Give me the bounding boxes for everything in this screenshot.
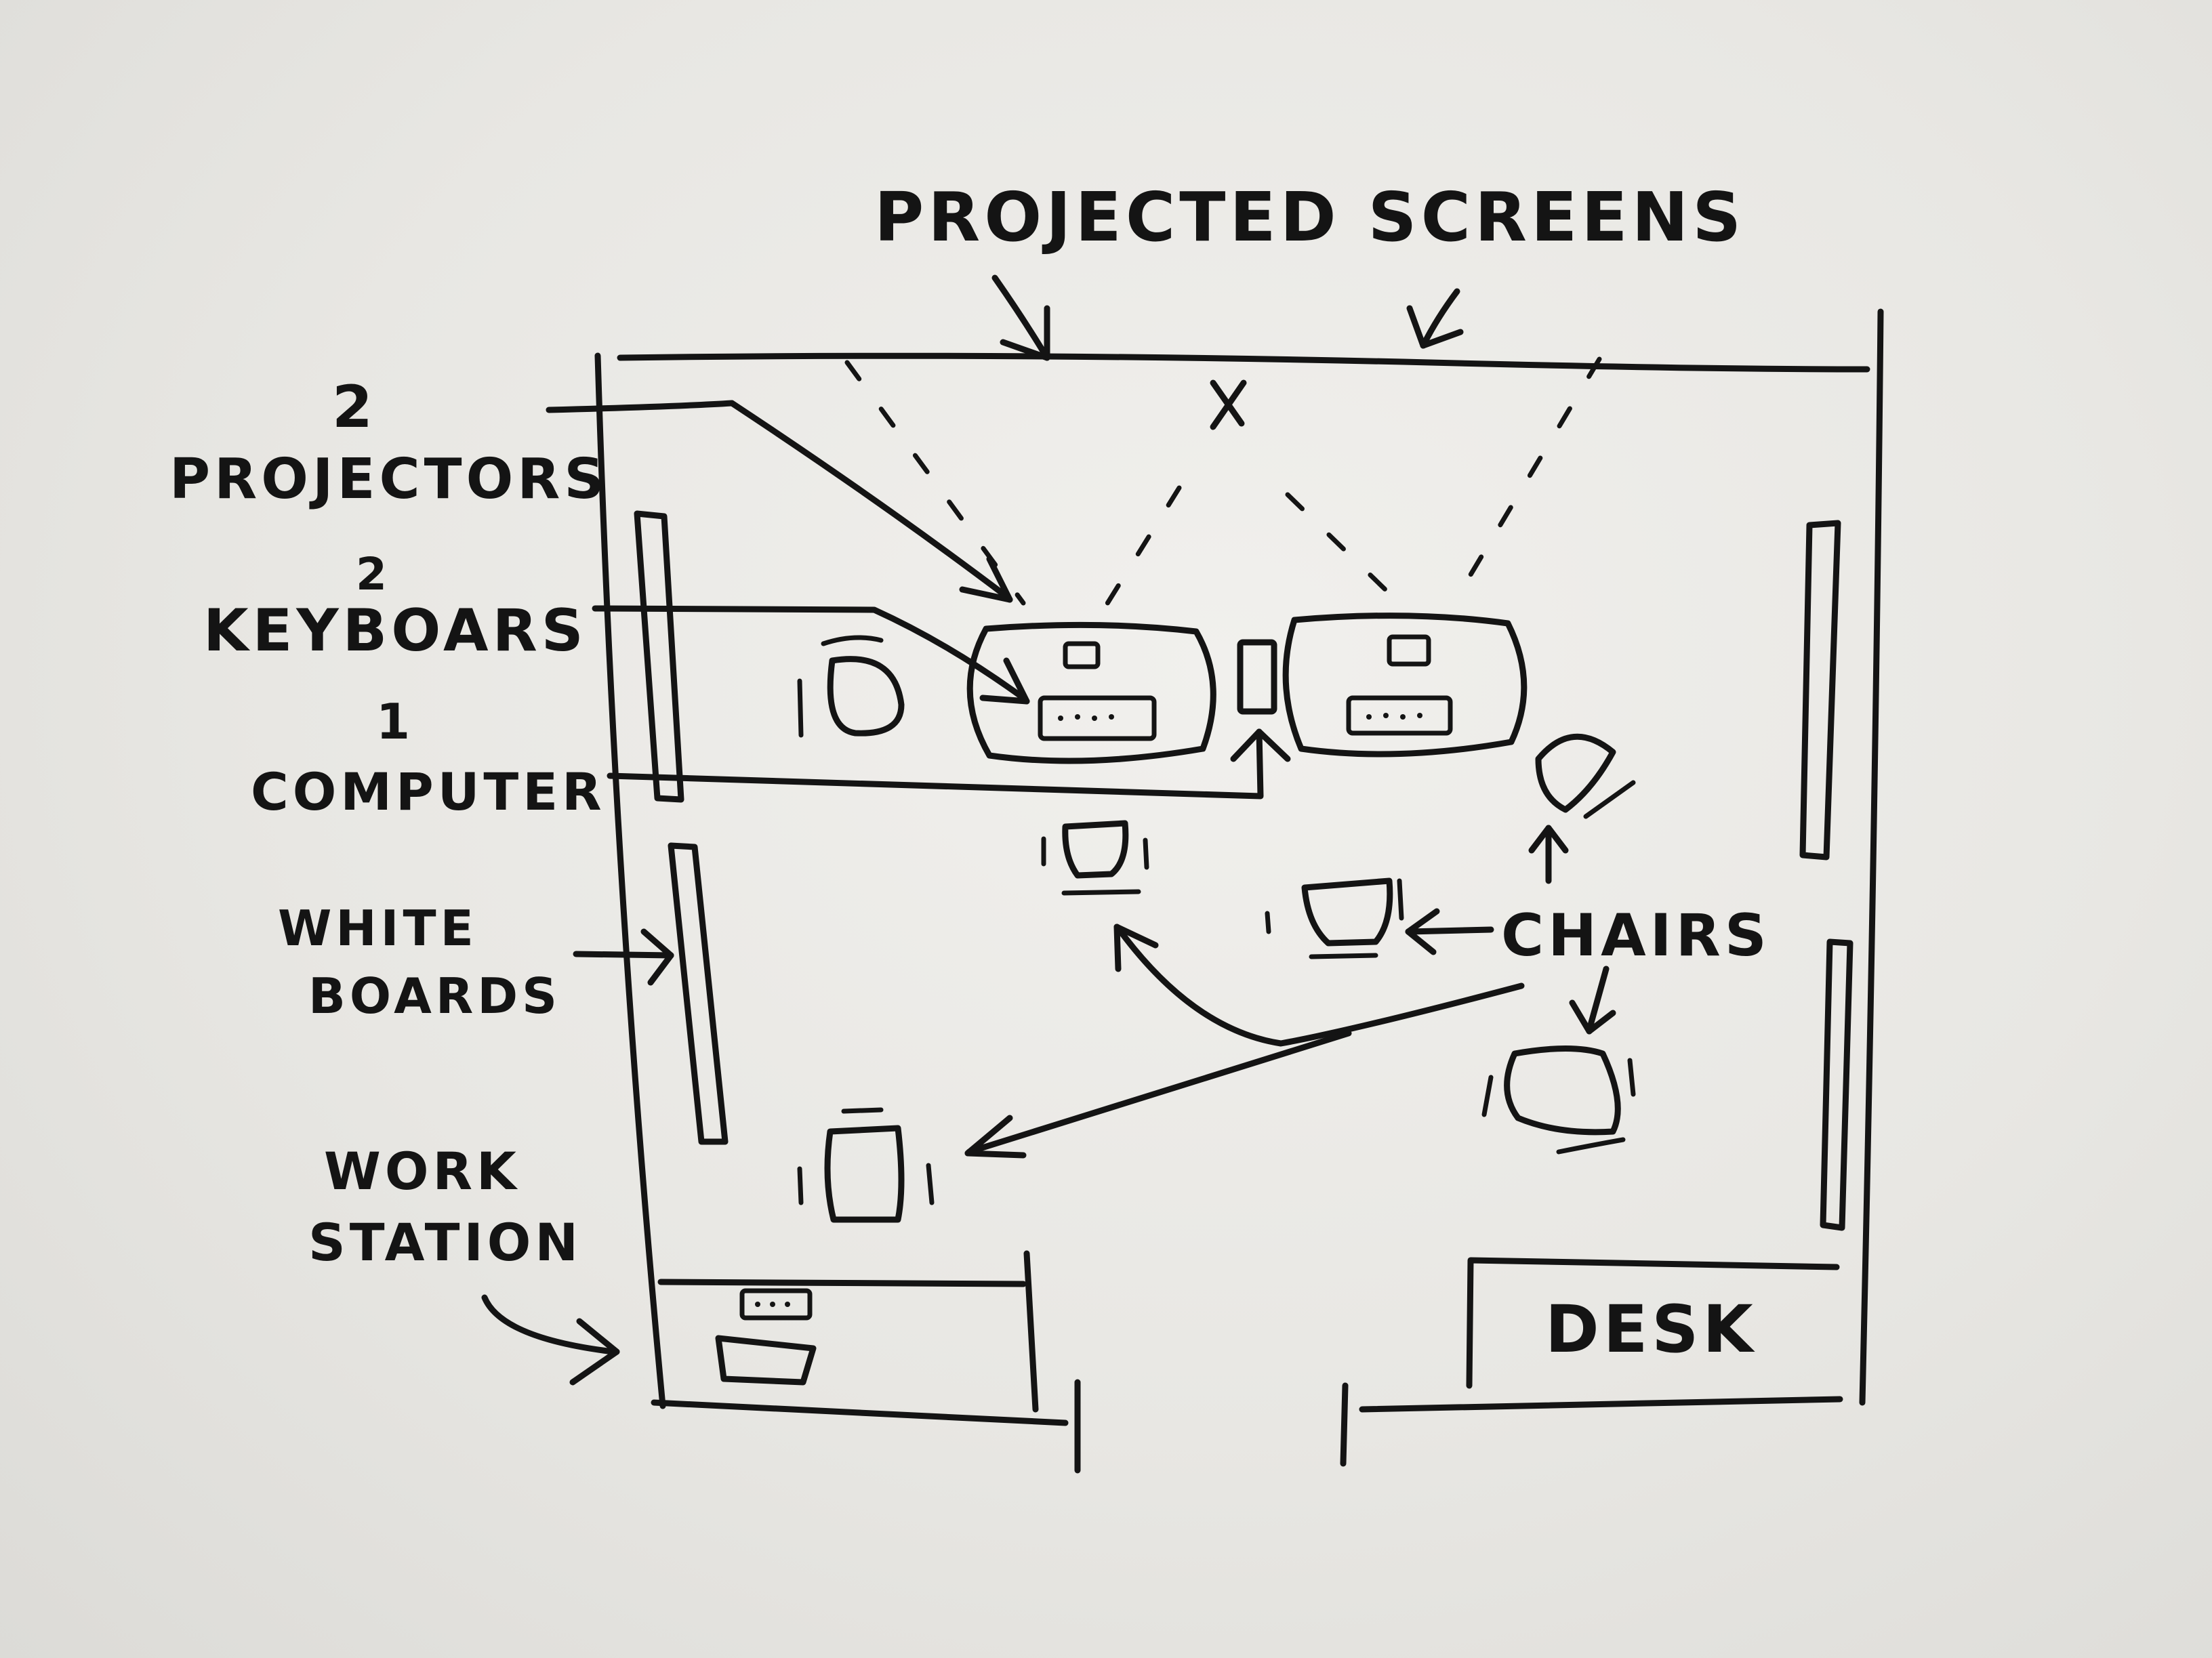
keyboards-leader-arrow bbox=[592, 605, 1027, 701]
pointer-arrows bbox=[481, 274, 1616, 1386]
whiteboards-label-line1: WHITE bbox=[278, 900, 478, 957]
projectors-count-label: 2 bbox=[332, 373, 377, 441]
projector-beams bbox=[844, 356, 1602, 616]
table-right bbox=[1282, 613, 1528, 758]
chairs-arrow-left bbox=[1406, 926, 1494, 935]
chair-icon bbox=[1041, 820, 1149, 896]
whiteboard-right-lower bbox=[1820, 938, 1853, 1231]
work-station-table bbox=[657, 1279, 1027, 1287]
projector-right-icon bbox=[1387, 634, 1431, 667]
x-mark bbox=[1210, 379, 1247, 430]
chairs-arrow-to-lower-chair bbox=[966, 1030, 1352, 1155]
beam-left-b bbox=[1099, 485, 1182, 616]
table-left bbox=[966, 621, 1216, 764]
keyboard-left-icon bbox=[1038, 695, 1157, 741]
beam-right-a bbox=[1285, 492, 1412, 616]
chairs-label: CHAIRS bbox=[1501, 902, 1771, 970]
work-station-monitor-icon bbox=[715, 1335, 817, 1386]
work-station bbox=[657, 1250, 1039, 1413]
room-walls bbox=[594, 308, 1884, 1474]
projected-screen-arrow-right bbox=[1420, 288, 1460, 349]
left-wall bbox=[594, 352, 666, 1409]
desk-label: DESK bbox=[1545, 1291, 1757, 1367]
bottom-wall-right bbox=[1359, 1396, 1843, 1413]
right-wall bbox=[1859, 308, 1884, 1406]
projected-screen-arrow-left bbox=[991, 274, 1050, 361]
whiteboards bbox=[634, 510, 1853, 1231]
top-wall bbox=[617, 352, 1870, 373]
whiteboard-left-upper bbox=[634, 510, 684, 803]
beam-left-a bbox=[844, 360, 1026, 606]
keyboard-right-icon bbox=[1346, 695, 1453, 736]
labels: PROJECTED SCREENS 2 PROJECTORS 2 KEYBOAR… bbox=[169, 178, 1771, 1367]
work-station-keyboard-icon bbox=[739, 1288, 813, 1321]
keyboards-label: KEYBOARS bbox=[203, 597, 588, 665]
whiteboard-left-lower bbox=[668, 842, 729, 1145]
whiteboard-right-upper bbox=[1799, 520, 1841, 861]
desk bbox=[1466, 1257, 1840, 1389]
projected-screens-label: PROJECTED SCREENS bbox=[874, 178, 1745, 257]
chairs bbox=[797, 635, 1636, 1223]
chair-icon bbox=[797, 1107, 935, 1223]
desk-outline bbox=[1466, 1257, 1840, 1389]
chair-icon bbox=[1481, 1045, 1636, 1155]
projectors-leader-arrow bbox=[546, 400, 1010, 600]
whiteboards-label-line2: BOARDS bbox=[308, 968, 561, 1024]
workstation-leader-arrow bbox=[481, 1294, 617, 1355]
beam-right-b bbox=[1451, 356, 1602, 606]
whiteboards-leader-arrow bbox=[573, 951, 674, 959]
chairs-arrow-branch bbox=[1115, 925, 1525, 1047]
computer-tower-icon bbox=[1237, 639, 1277, 715]
chair-icon bbox=[797, 635, 905, 738]
computer-count-label: 1 bbox=[376, 693, 414, 750]
projectors-label: PROJECTORS bbox=[169, 447, 609, 512]
chairs-arrow-down bbox=[1586, 966, 1610, 1033]
workstation-label-line2: STATION bbox=[308, 1212, 582, 1272]
keyboards-count-label: 2 bbox=[356, 548, 391, 600]
projector-left-icon bbox=[1063, 641, 1101, 669]
chair-icon bbox=[1265, 877, 1404, 959]
projector-tables bbox=[966, 613, 1528, 764]
bottom-wall-left bbox=[651, 1399, 1069, 1426]
computer-leader-arrow bbox=[607, 728, 1264, 800]
computer-label: COMPUTER bbox=[251, 762, 606, 822]
door-jamb-right bbox=[1340, 1382, 1349, 1467]
chair-icon bbox=[1535, 733, 1636, 819]
workstation-label-line1: WORK bbox=[324, 1141, 520, 1201]
